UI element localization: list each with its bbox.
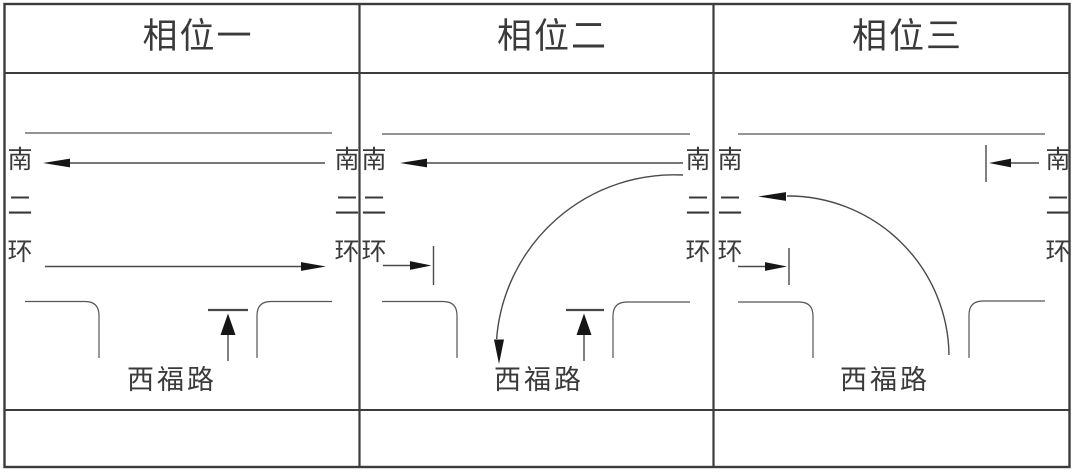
p3-minor-left-turn-arrowhead: [758, 192, 786, 201]
phase-1-drawing: [25, 132, 332, 361]
p1-westbound-through-arrowhead: [43, 158, 70, 168]
p1-road-label-east: 南二环: [331, 146, 360, 284]
p2-south-edge-left-corner: [382, 300, 458, 358]
phase-2-drawing: [382, 133, 690, 364]
p2-south-edge-right-corner: [612, 301, 690, 358]
p1-south-edge-left-corner: [25, 300, 100, 358]
p1-minor-road-label: 西福路: [127, 365, 217, 396]
p3-south-edge-right-corner: [968, 300, 1045, 358]
p2-minor-road-label: 西福路: [494, 365, 584, 396]
phase-3-title: 相位三: [851, 17, 963, 57]
p3-minor-left-turn-curve: [786, 195, 950, 356]
p3-westbound-stopped-arrowhead: [989, 158, 1011, 168]
p3-eastbound-stopped-arrowhead: [765, 262, 787, 271]
p3-south-edge-left-corner: [738, 301, 814, 358]
p1-road-label-west: 南二环: [4, 146, 33, 284]
p2-road-label-east: 南二环: [682, 146, 711, 284]
p3-minor-road-label: 西福路: [840, 365, 930, 396]
p2-left-turn-arrowhead: [494, 339, 504, 364]
p3-road-label-west: 南二环: [714, 146, 743, 284]
p1-eastbound-through-arrowhead: [301, 262, 326, 271]
phase-3-drawing: [738, 133, 1045, 358]
p2-road-label-west: 南二环: [358, 146, 387, 284]
p1-minor-road-stopped-arrowhead: [220, 313, 236, 335]
outer-border: [3, 2, 1071, 469]
phase-2-title: 相位二: [496, 17, 608, 57]
p2-eastbound-stopped-arrowhead: [410, 261, 432, 270]
p3-road-label-east: 南二环: [1042, 146, 1071, 284]
phase-1-title: 相位一: [142, 17, 254, 57]
p1-south-edge-right-corner: [256, 300, 332, 358]
p2-minor-road-stopped-arrowhead: [576, 313, 592, 335]
table-grid: [3, 2, 1071, 469]
p2-westbound-through-arrowhead: [400, 158, 427, 168]
p2-left-turn-curve: [495, 174, 684, 340]
